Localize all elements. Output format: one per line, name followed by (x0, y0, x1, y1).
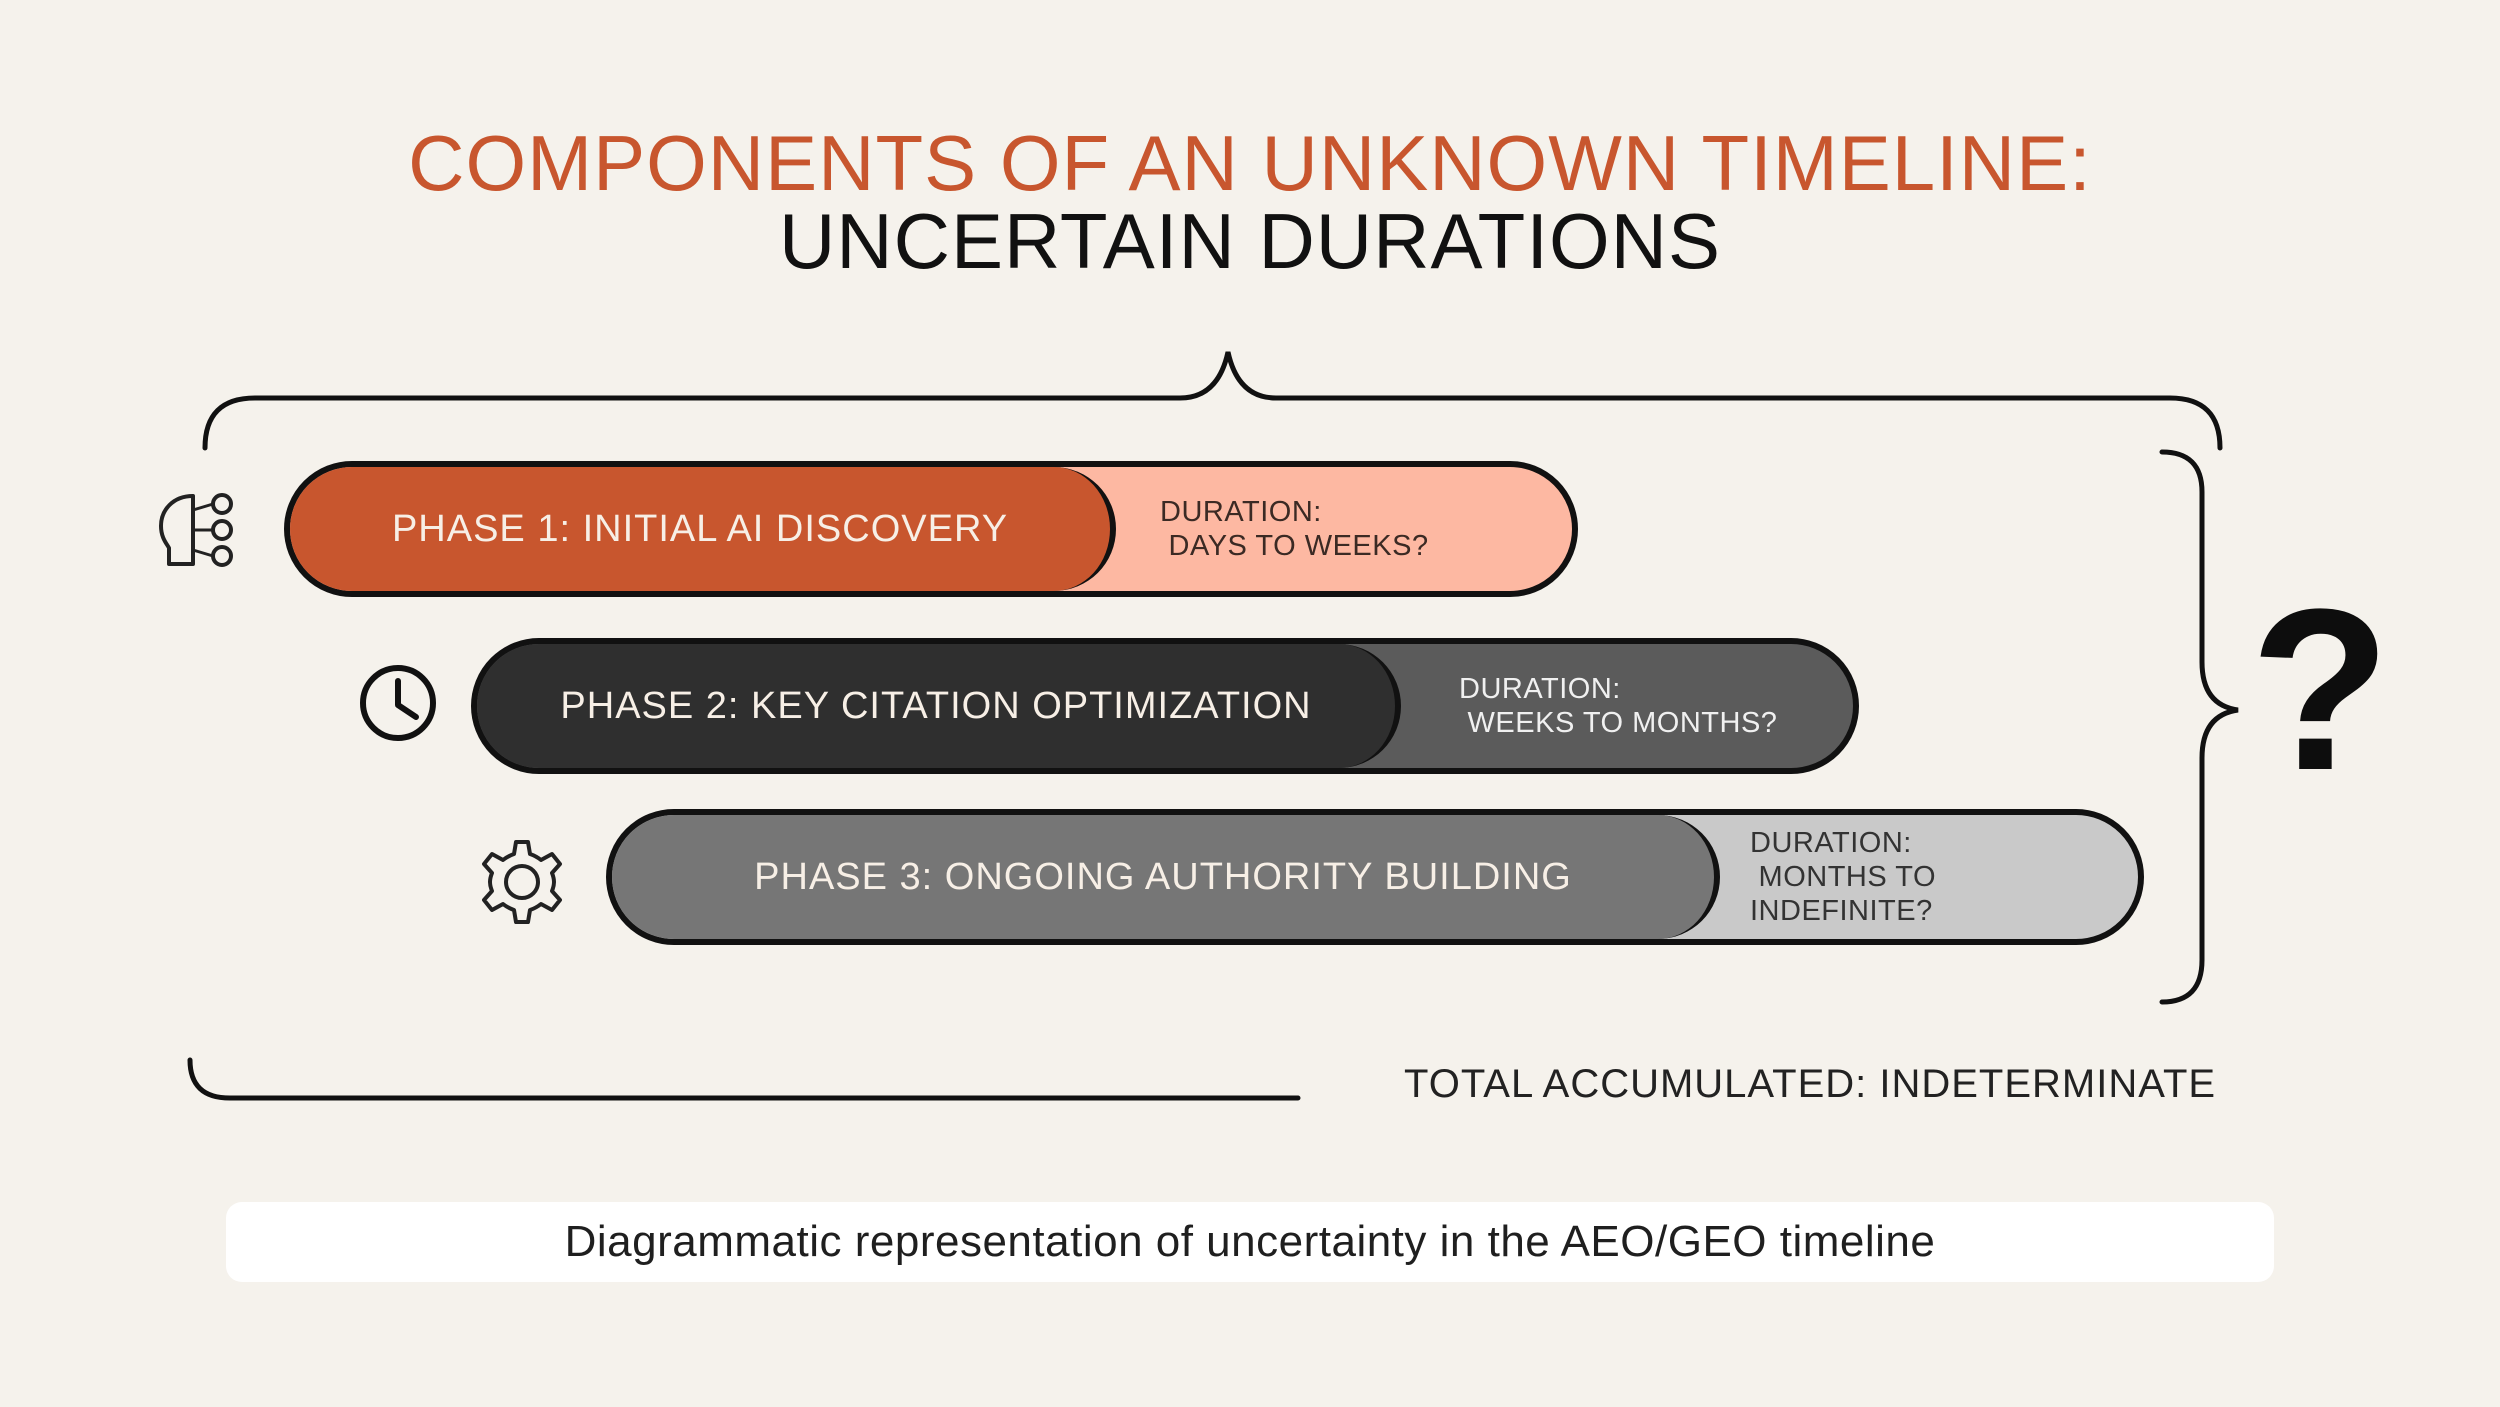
clock-icon (358, 663, 438, 743)
caption-box: Diagrammatic representation of uncertain… (226, 1202, 2274, 1282)
caption: Diagrammatic representation of uncertain… (564, 1217, 1936, 1266)
bottom-brace (187, 1057, 1301, 1101)
top-brace (202, 351, 2223, 451)
phase-2-bar: PHASE 2: KEY CITATION OPTIMIZATION DURAT… (471, 638, 1859, 774)
phase-2-label: PHASE 2: KEY CITATION OPTIMIZATION (477, 644, 1401, 768)
phase-1-bar: PHASE 1: INITIAL AI DISCOVERY DURATION: … (284, 461, 1578, 597)
phase-1-label: PHASE 1: INITIAL AI DISCOVERY (290, 467, 1116, 591)
question-mark: ? (2250, 561, 2391, 818)
right-brace (2159, 449, 2239, 1005)
title-line1: COMPONENTS OF AN UNKNOWN TIMELINE: (408, 119, 2092, 207)
phase-2-duration: DURATION: WEEKS TO MONTHS? (1459, 673, 1778, 739)
phase-3-duration: DURATION: MONTHS TO INDEFINITE? (1750, 827, 1936, 927)
phase-3-bar: PHASE 3: ONGOING AUTHORITY BUILDING DURA… (606, 809, 2144, 945)
total-accumulated: TOTAL ACCUMULATED: INDETERMINATE (1404, 1062, 2217, 1106)
phase-3-label: PHASE 3: ONGOING AUTHORITY BUILDING (612, 815, 1720, 939)
phase-1-duration: DURATION: DAYS TO WEEKS? (1160, 496, 1429, 562)
title-line2: UNCERTAIN DURATIONS (778, 197, 1722, 285)
head-network-icon (155, 490, 245, 570)
gear-icon (478, 838, 566, 926)
